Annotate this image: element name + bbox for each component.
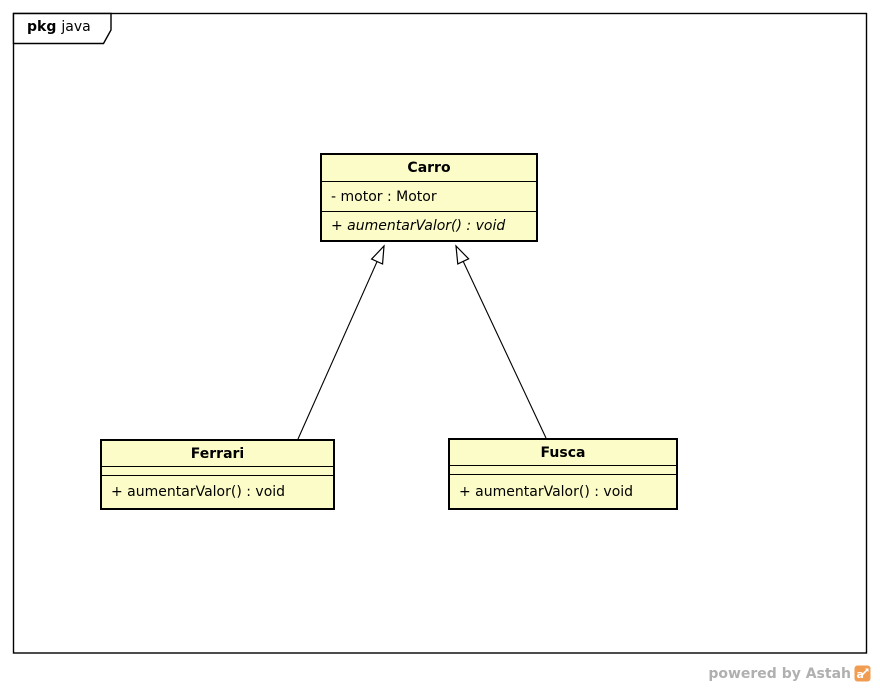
- class-name: Ferrari: [102, 441, 333, 467]
- methods-compartment: + aumentarValor() : void: [450, 475, 676, 508]
- methods-compartment: + aumentarValor() : void: [102, 476, 333, 508]
- watermark-text: powered by Astah: [708, 665, 851, 682]
- frame-keyword: pkg: [27, 19, 57, 35]
- attributes-compartment: [450, 466, 676, 475]
- class-node-carro[interactable]: Carro - motor : Motor + aumentarValor() …: [320, 153, 538, 242]
- class-node-ferrari[interactable]: Ferrari + aumentarValor() : void: [100, 439, 335, 510]
- method-item: + aumentarValor() : void: [111, 484, 286, 500]
- package-tab-shape[interactable]: [12, 12, 112, 45]
- generalization-edge-fusca-carro[interactable]: [455, 244, 547, 439]
- astah-logo-icon: a: [854, 665, 871, 682]
- watermark: powered by Astah a: [708, 665, 871, 682]
- class-name: Carro: [322, 155, 536, 182]
- frame-title: java: [61, 19, 91, 35]
- class-node-fusca[interactable]: Fusca + aumentarValor() : void: [448, 438, 678, 510]
- svg-text:a: a: [857, 668, 864, 681]
- methods-compartment: + aumentarValor() : void: [322, 212, 536, 240]
- method-item: + aumentarValor() : void: [459, 483, 634, 500]
- attribute-item: - motor : Motor: [331, 188, 437, 205]
- attributes-compartment: - motor : Motor: [322, 182, 536, 212]
- generalization-edge-ferrari-carro[interactable]: [297, 244, 385, 440]
- class-name: Fusca: [450, 440, 676, 466]
- attributes-compartment: [102, 467, 333, 476]
- package-frame-border: [12, 12, 868, 654]
- method-item: + aumentarValor() : void: [331, 218, 506, 234]
